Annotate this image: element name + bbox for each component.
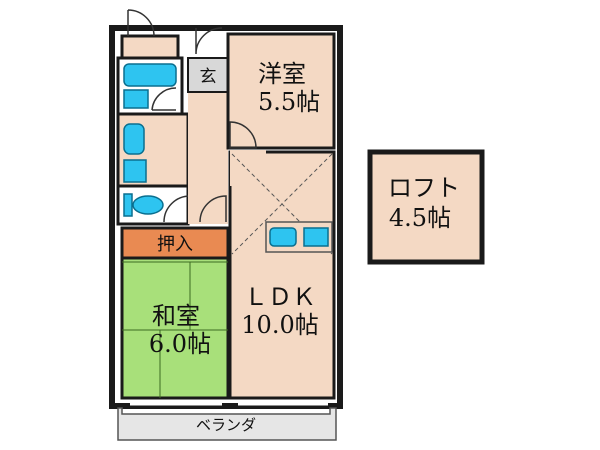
youshitsu-door-swing <box>229 121 257 149</box>
bath-door-swing <box>151 87 177 111</box>
room-loft <box>367 149 485 265</box>
ldk-name: ＬＤＫ <box>244 283 316 311</box>
ldk-size: 10.0帖 <box>241 311 318 339</box>
shower-floor <box>123 89 149 109</box>
ldk-upper-patch <box>230 150 266 186</box>
loft-ladder-line-b <box>231 153 333 255</box>
toilet-bowl-icon <box>132 195 164 215</box>
loft-name: ロフト <box>388 174 460 202</box>
washitsu-size: 6.0帖 <box>149 330 211 358</box>
washitsu-name: 和室 <box>152 302 200 330</box>
stove-icon <box>303 227 329 247</box>
veranda <box>117 407 337 441</box>
toilet-tank-icon <box>123 193 133 217</box>
room-youshitsu <box>226 32 336 150</box>
room-ldk <box>228 150 336 400</box>
sink-icon <box>123 159 147 183</box>
washing-machine-icon <box>123 123 145 155</box>
youshitsu-name: 洋室 <box>258 60 306 88</box>
bathtub-icon <box>123 63 177 87</box>
entrance-label: 玄 <box>200 67 217 87</box>
entrance <box>187 57 229 93</box>
front-door-swing <box>195 27 223 55</box>
veranda-label: ベランダ <box>196 416 256 434</box>
youshitsu-size: 5.5帖 <box>258 88 320 116</box>
oshiire-label: 押入 <box>157 234 193 255</box>
kitchen-sink-icon <box>269 227 297 247</box>
top-door-swing <box>127 9 155 37</box>
loft-size: 4.5帖 <box>389 204 451 232</box>
room-washitsu <box>120 256 230 400</box>
hall-door-swing <box>199 195 227 223</box>
top-storage <box>120 34 180 60</box>
